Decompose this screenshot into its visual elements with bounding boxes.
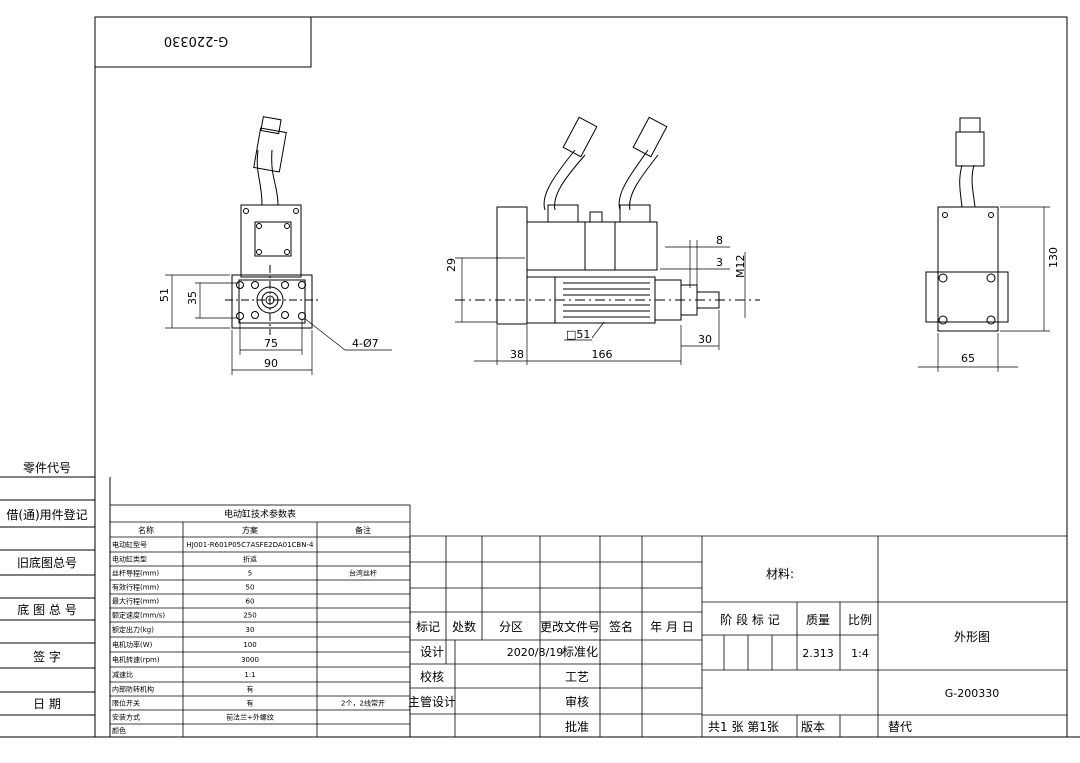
params-table-grid <box>109 504 411 738</box>
dim-35: 35 <box>186 291 199 305</box>
params-cell-r12-c1: 前法兰+外螺纹 <box>226 713 274 722</box>
tb-scale: 1:4 <box>851 647 869 660</box>
params-cell-r8-c0: 电机转速(rpm) <box>112 655 160 664</box>
dim-166: 166 <box>592 348 613 361</box>
left-label-part-code: 零件代号 <box>23 461 71 475</box>
tb-material: 材料: <box>766 567 794 581</box>
params-header-note: 备注 <box>355 525 371 535</box>
side-view <box>455 116 760 365</box>
tb-standard: 标准化 <box>562 645 598 659</box>
params-cell-r9-c1: 1:1 <box>244 671 255 679</box>
params-cell-r2-c0: 丝杆导程(mm) <box>112 569 159 578</box>
params-cell-r3-c1: 50 <box>246 584 255 592</box>
title-block-grid <box>409 535 1067 737</box>
params-cell-r1-c1: 折返 <box>243 555 257 564</box>
dim-38: 38 <box>510 348 524 361</box>
params-cell-r10-c0: 内部防转机构 <box>112 685 154 694</box>
tb-h-change-doc: 更改文件号 <box>540 619 600 634</box>
dim-75: 75 <box>264 337 278 350</box>
params-cell-r6-c0: 额定出力(kg) <box>112 625 154 634</box>
dim-130: 130 <box>1047 247 1060 268</box>
left-label-sign: 签 字 <box>33 649 61 664</box>
tb-h-mark: 标记 <box>416 620 440 634</box>
params-header-plan: 方案 <box>242 525 258 535</box>
params-cell-r1-c0: 电动缸类型 <box>112 555 147 564</box>
params-header-name: 名称 <box>138 525 154 535</box>
params-cell-r12-c0: 安装方式 <box>112 713 140 722</box>
dim-square-51: □51 <box>566 328 590 341</box>
tb-process: 工艺 <box>565 670 589 684</box>
left-label-base: 底 图 总 号 <box>17 602 76 617</box>
params-cell-r4-c0: 最大行程(mm) <box>112 597 159 606</box>
dim-90: 90 <box>264 357 278 370</box>
params-cell-r7-c0: 电机功率(W) <box>112 640 153 649</box>
dim-holes: 4-Ø7 <box>352 337 379 350</box>
dim-29: 29 <box>445 258 458 272</box>
tb-h-zone: 分区 <box>499 620 523 634</box>
tb-chief: 主管设计 <box>408 694 456 709</box>
dim-30: 30 <box>698 333 712 346</box>
params-cell-r3-c0: 有效行程(mm) <box>112 583 159 592</box>
params-cell-r2-c2: 台湾丝杆 <box>349 569 377 578</box>
tb-mass: 2.313 <box>802 647 834 660</box>
tb-replace: 替代 <box>888 720 912 734</box>
tb-h-count: 处数 <box>452 619 476 634</box>
params-cell-r11-c0: 限位开关 <box>112 699 140 708</box>
id-box <box>94 16 312 68</box>
params-title: 电动缸技术参数表 <box>224 508 296 520</box>
tb-sheets: 共1 张 第1张 <box>708 720 779 734</box>
dim-51: 51 <box>158 288 171 302</box>
params-cell-r2-c1: 5 <box>248 570 252 578</box>
tb-design: 设计 <box>420 645 444 659</box>
tb-scale-label: 比例 <box>848 613 872 627</box>
left-label-old-base: 旧底图总号 <box>17 555 77 570</box>
tb-drawing-no: G-200330 <box>945 687 999 700</box>
params-cell-r8-c1: 3000 <box>241 656 259 664</box>
left-label-borrow: 借(通)用件登记 <box>6 507 87 522</box>
dim-3: 3 <box>716 256 723 269</box>
tb-check: 校核 <box>420 669 444 684</box>
drawing-id-rotated: G-220330 <box>164 33 228 48</box>
tb-h-date: 年 月 日 <box>650 620 694 634</box>
dim-8: 8 <box>716 234 723 247</box>
params-cell-r5-c0: 额定速度(mm/s) <box>112 611 165 620</box>
params-cell-r9-c0: 减速比 <box>112 670 133 679</box>
params-cell-r11-c2: 2个，2线常开 <box>341 699 385 708</box>
front-view <box>165 116 392 375</box>
params-cell-r5-c1: 250 <box>243 612 256 620</box>
params-cell-r0-c1: HJ001-R601P05C7ASFE2DA01CBN-4 <box>187 541 314 549</box>
dim-m12: M12 <box>734 255 747 279</box>
dim-65: 65 <box>961 352 975 365</box>
tb-h-sign: 签名 <box>609 619 633 634</box>
params-cell-r10-c1: 有 <box>247 685 254 694</box>
params-cell-r13-c0: 颜色 <box>112 726 126 735</box>
params-cell-r4-c1: 60 <box>246 598 255 606</box>
params-cell-r7-c1: 100 <box>243 641 256 649</box>
tb-mass-label: 质量 <box>806 613 830 627</box>
params-cell-r6-c1: 30 <box>246 626 255 634</box>
rear-view <box>918 117 1050 372</box>
tb-drawing-name: 外形图 <box>954 630 990 644</box>
tb-approve: 批准 <box>565 719 589 734</box>
tb-stage: 阶 段 标 记 <box>720 612 779 627</box>
tb-review: 审核 <box>565 694 589 709</box>
params-cell-r11-c1: 有 <box>247 699 254 708</box>
tb-design-date: 2020/8/19 <box>507 646 563 659</box>
tb-version: 版本 <box>801 720 825 734</box>
left-label-date: 日 期 <box>33 697 61 711</box>
params-rows: 电动缸型号 HJ001-R601P05C7ASFE2DA01CBN-4 电动缸类型 折… <box>112 540 385 735</box>
params-cell-r0-c0: 电动缸型号 <box>112 540 147 549</box>
